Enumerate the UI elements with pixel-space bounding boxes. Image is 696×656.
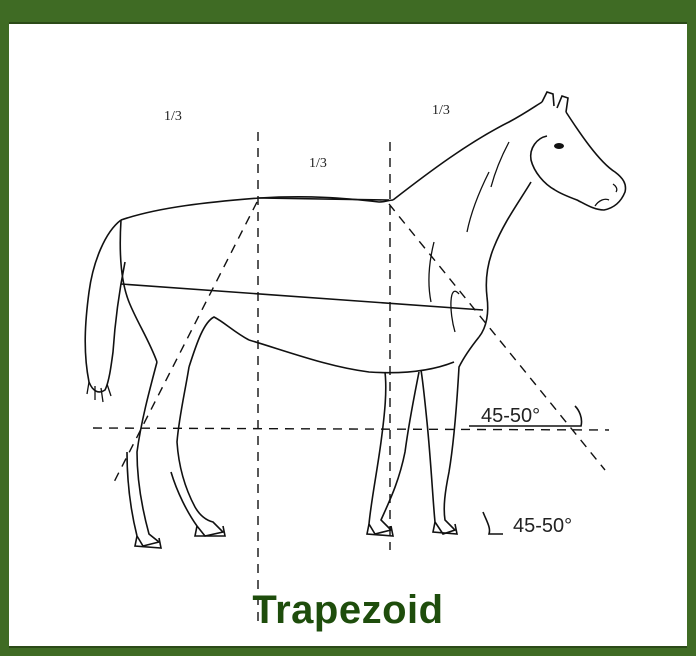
label-angle-bottom: 45-50° — [513, 515, 572, 537]
horse-throat — [486, 182, 531, 297]
horse-nostril — [613, 184, 617, 192]
guide-lines — [93, 132, 609, 622]
horse-ears — [542, 92, 568, 112]
horse-front-leg-far — [369, 372, 419, 534]
horizontal-guide — [93, 428, 609, 430]
back-third-line — [259, 198, 389, 200]
horse-neck-detail — [467, 142, 509, 232]
diagonal-guide-hind — [113, 202, 257, 484]
horse-mouth — [595, 199, 609, 206]
horse-shoulder-detail — [429, 242, 459, 332]
angle-marker-bottom — [483, 512, 503, 534]
horse-jaw — [531, 136, 555, 190]
horse-hindquarter — [120, 220, 157, 362]
horse-hind-leg-near — [171, 367, 223, 536]
horse-front-leg-near — [421, 337, 479, 534]
label-third-left: 1/3 — [164, 109, 182, 124]
horse-neck-crest — [393, 102, 542, 200]
horse-eye — [554, 143, 564, 149]
diagram-caption: Trapezoid — [9, 588, 687, 633]
horse-hind-leg-far — [127, 362, 159, 546]
horse-conformation-diagram: 1/3 1/3 1/3 45-50° 45-50° — [9, 22, 687, 648]
horse-stifle — [189, 317, 249, 367]
horse-belly — [249, 340, 454, 373]
label-third-middle: 1/3 — [309, 156, 327, 171]
horse-outline — [85, 92, 625, 548]
label-angle-top: 45-50° — [481, 405, 540, 427]
horse-topline — [121, 197, 393, 220]
label-third-right: 1/3 — [432, 103, 450, 118]
horse-tail — [85, 220, 125, 392]
horse-face — [555, 112, 626, 210]
frame-inner-bottom-rule — [9, 646, 687, 648]
